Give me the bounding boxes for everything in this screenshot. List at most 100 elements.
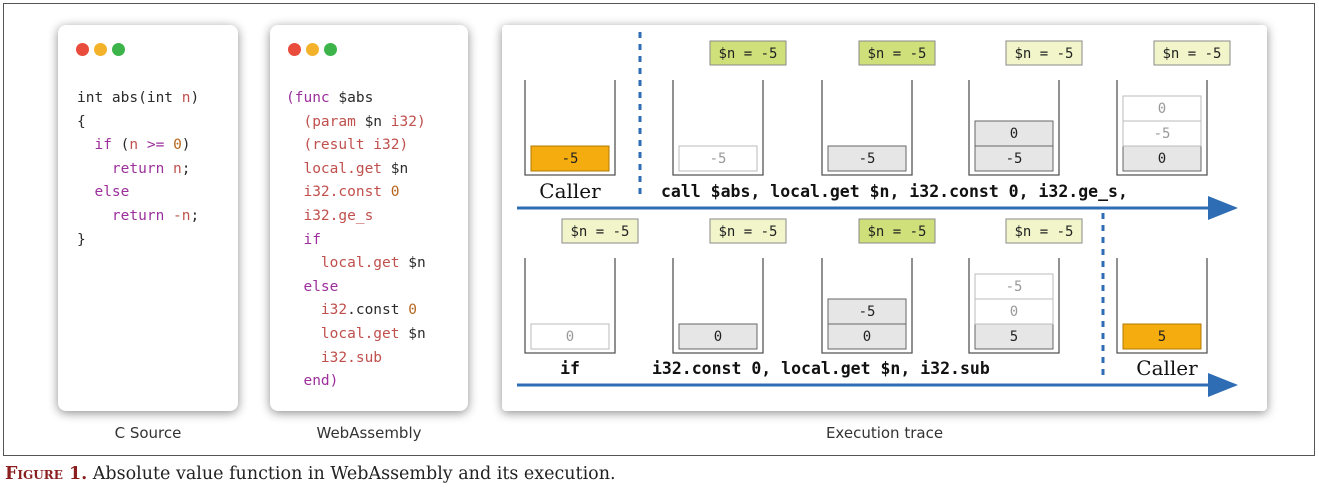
code-token: if — [77, 137, 121, 154]
c-code-line: return n; — [77, 158, 199, 182]
wasm-code-line: local.get $n — [286, 252, 426, 276]
code-token: ) — [190, 90, 200, 106]
c-code-line: if (n >= 0) — [77, 134, 199, 158]
local-variable-box — [709, 218, 787, 244]
stack-cell-value: 0 — [1010, 304, 1018, 320]
local-variable-label: $n = -5 — [1014, 46, 1073, 62]
code-token: (func — [286, 90, 339, 106]
code-token: -n — [173, 207, 191, 224]
code-token: { — [77, 113, 86, 130]
caller-label: Caller — [539, 179, 601, 203]
code-token: else — [77, 184, 130, 201]
code-token: return — [77, 160, 174, 177]
instruction-sequence: call $abs, local.get $n, i32.const 0, i3… — [661, 182, 1128, 201]
wasm-panel: (func $abs (param $n i32) (result i32) l… — [270, 25, 468, 411]
local-variable-label: $n = -5 — [867, 46, 926, 62]
code-token: if — [286, 231, 321, 248]
wasm-code-line: else — [286, 276, 426, 300]
code-token: i32.sub — [286, 349, 383, 366]
code-token: n — [129, 137, 147, 154]
wasm-code-line: end) — [286, 370, 426, 394]
local-variable-label: $n = -5 — [1014, 224, 1073, 240]
code-token: $n — [364, 113, 391, 130]
stack-container — [672, 80, 764, 176]
stack-cell — [1122, 145, 1202, 172]
stack-container — [821, 80, 913, 176]
c-code-line: } — [77, 229, 199, 253]
stack-cell — [827, 145, 907, 172]
c-code-line: { — [77, 111, 199, 135]
code-token: local.get — [286, 255, 409, 272]
stack-cell-value: 5 — [1158, 329, 1166, 345]
code-token: $abs — [338, 90, 374, 106]
wasm-code: (func $abs (param $n i32) (result i32) l… — [286, 87, 426, 394]
code-token: i32.const — [286, 184, 391, 201]
code-token: local.get — [286, 325, 409, 342]
local-variable-box — [1005, 40, 1083, 66]
stack-cell-value: 0 — [863, 329, 871, 345]
figure-caption-text: Absolute value function in WebAssembly a… — [87, 464, 616, 484]
code-token: ) — [416, 113, 426, 130]
code-token: (param — [286, 113, 365, 130]
code-token: 0 — [390, 184, 400, 201]
code-token: n — [181, 90, 191, 106]
code-token: i32 — [390, 113, 417, 130]
stack-cell-value: 0 — [1158, 151, 1166, 167]
trace-caption: Execution trace — [825, 424, 944, 442]
local-variable-box — [709, 40, 787, 66]
c-source-panel: int abs(int n) { if (n >= 0) return n; el… — [58, 25, 238, 411]
code-token: } — [77, 231, 86, 248]
stack-cell-value: -5 — [859, 151, 876, 167]
code-token: $n — [408, 255, 426, 272]
code-token: >= — [146, 137, 174, 154]
code-token: ; — [190, 207, 200, 224]
stack-container — [672, 258, 764, 354]
stack-cell-value: 5 — [1010, 329, 1018, 345]
wasm-code-line: local.get $n — [286, 323, 426, 347]
stack-cell — [1122, 120, 1202, 147]
wasm-code-line: i32.sub — [286, 347, 426, 371]
stack-container — [821, 258, 913, 354]
window-controls — [76, 41, 130, 60]
local-variable-box — [561, 218, 639, 244]
wasm-code-line: i32.const 0 — [286, 181, 426, 205]
local-variable-label: $n = -5 — [570, 224, 629, 240]
close-dot-icon — [76, 43, 89, 56]
code-token: n — [173, 160, 182, 177]
stack-cell — [974, 145, 1054, 172]
c-code-line: int abs(int n) — [77, 87, 199, 111]
code-token: int abs(int — [77, 90, 182, 106]
c-code-line: return -n; — [77, 205, 199, 229]
stack-cell — [974, 273, 1054, 300]
code-token: 0 — [173, 137, 182, 154]
minimize-dot-icon — [306, 43, 319, 56]
local-variable-label: $n = -5 — [1162, 46, 1221, 62]
wasm-code-line: i32.const 0 — [286, 299, 426, 323]
stack-cell-value: 0 — [1158, 101, 1166, 117]
code-token: return — [77, 207, 174, 224]
local-variable-label: $n = -5 — [718, 224, 777, 240]
local-variable-label: $n = -5 — [718, 46, 777, 62]
stack-cell-value: -5 — [1006, 279, 1023, 295]
wasm-code-line: (param $n i32) — [286, 111, 426, 135]
code-token: ; — [181, 160, 191, 177]
local-variable-box — [1153, 40, 1231, 66]
stack-container — [968, 80, 1060, 176]
stack-cell — [827, 298, 907, 325]
wasm-code-line: local.get $n — [286, 158, 426, 182]
stack-cell-value: -5 — [562, 151, 579, 167]
code-token: $n — [408, 325, 426, 342]
wasm-code-line: i32.ge_s — [286, 205, 426, 229]
local-variable-label: $n = -5 — [867, 224, 926, 240]
stack-cell — [530, 145, 610, 172]
figure-caption: Figure 1. Absolute value function in Web… — [5, 464, 616, 484]
local-variable-box — [858, 218, 936, 244]
wasm-code-line: if — [286, 229, 426, 253]
stack-container — [1116, 80, 1208, 176]
stack-cell — [678, 145, 758, 172]
local-variable-box — [858, 40, 936, 66]
code-token: else — [286, 278, 339, 295]
stack-container — [1116, 258, 1208, 354]
wasm-code-line: (func $abs — [286, 87, 426, 111]
stack-cell — [1122, 323, 1202, 350]
